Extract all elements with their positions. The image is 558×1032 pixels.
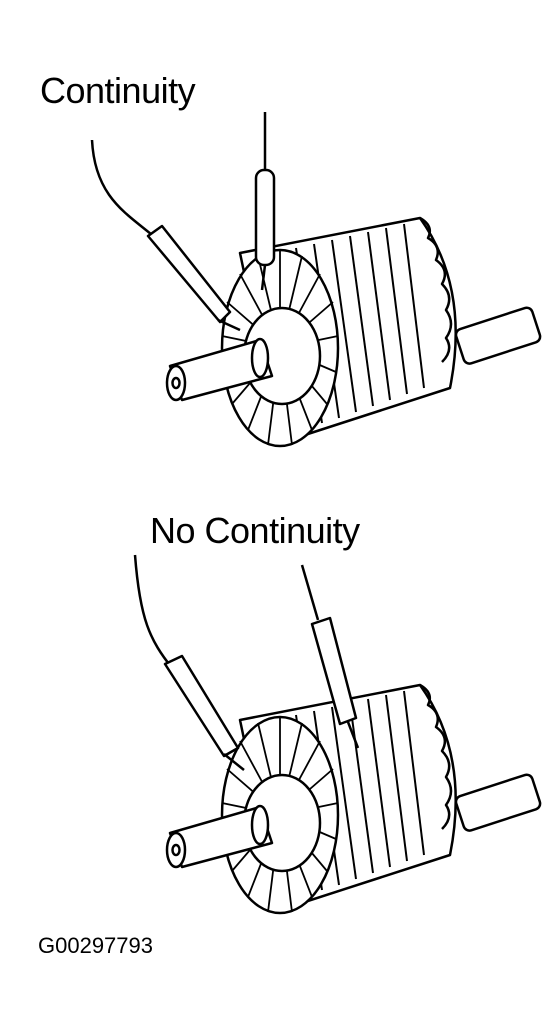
probe-leads-top xyxy=(90,112,276,332)
figure-id: G00297793 xyxy=(38,933,153,958)
armature-top xyxy=(165,216,543,448)
probe-leads-bottom xyxy=(133,554,360,771)
continuity-label: Continuity xyxy=(40,70,196,111)
no-continuity-label: No Continuity xyxy=(150,510,360,551)
